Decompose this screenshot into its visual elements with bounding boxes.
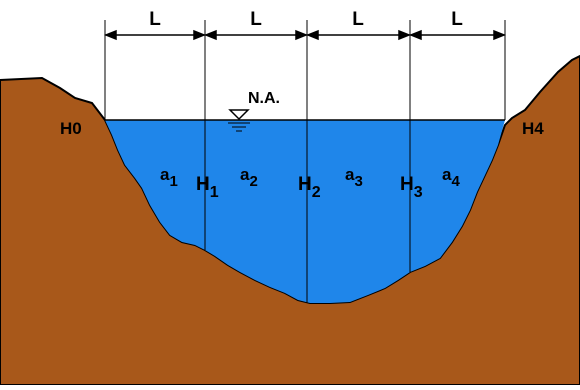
arrowhead-2-right	[295, 29, 309, 41]
water-level-label: N.A.	[248, 90, 280, 107]
depth-label-h3-index: 3	[414, 184, 423, 201]
area-label-a3-letter: a	[345, 165, 355, 184]
arrowhead-3-left	[305, 29, 319, 41]
area-label-a1-letter: a	[160, 165, 170, 184]
segment-label-2: L	[250, 9, 262, 30]
arrowhead-3-right	[398, 29, 412, 41]
segment-label-4: L	[451, 9, 463, 30]
depth-label-h4: H4	[522, 119, 544, 138]
depth-label-h1-letter: H	[196, 174, 210, 195]
segment-label-3: L	[352, 9, 364, 30]
arrowhead-4-right	[493, 29, 507, 41]
area-label-a4-letter: a	[442, 165, 452, 184]
water-level-marker: N.A.	[228, 90, 280, 132]
depth-label-h2-letter: H	[298, 174, 312, 195]
depth-label-h2: H2	[298, 174, 321, 201]
depth-label-h0: H0	[60, 119, 82, 138]
water-level-triangle-icon	[228, 109, 250, 121]
depth-label-h2-index: 2	[312, 184, 321, 201]
segment-label-1: L	[149, 9, 161, 30]
extension-lines	[104, 20, 506, 120]
arrowhead-4-left	[408, 29, 422, 41]
area-label-a2-index: 2	[249, 173, 257, 190]
depth-label-h1-index: 1	[210, 184, 219, 201]
area-label-a2: a2	[240, 165, 258, 190]
arrowhead-1-left	[103, 29, 117, 41]
area-label-a3: a3	[345, 165, 363, 190]
area-label-a2-letter: a	[240, 165, 250, 184]
arrowhead-2-left	[203, 29, 217, 41]
area-label-a4-index: 4	[451, 173, 460, 190]
area-label-a1: a1	[160, 165, 178, 190]
dimension-arrows	[103, 29, 507, 41]
depth-label-h1: H1	[196, 174, 219, 201]
arrowhead-1-right	[193, 29, 207, 41]
area-label-a1-index: 1	[169, 173, 177, 190]
depth-label-h3: H3	[400, 174, 423, 201]
area-label-a4: a4	[442, 165, 460, 190]
area-label-a3-index: 3	[354, 173, 362, 190]
depth-label-h3-letter: H	[400, 174, 414, 195]
